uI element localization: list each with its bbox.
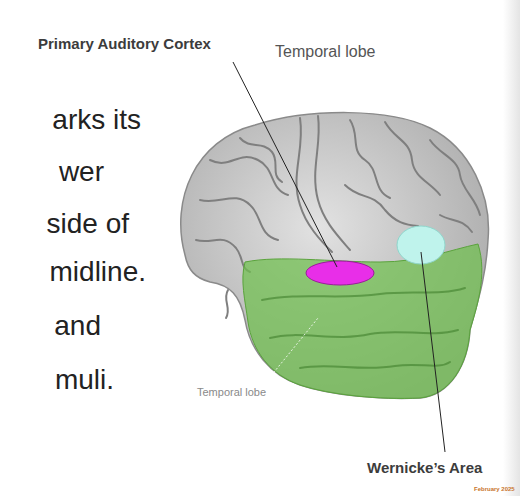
lobe-label: Temporal lobe <box>197 386 266 399</box>
body-text-line: arks its <box>52 104 141 136</box>
date-note: February 2025 <box>474 486 515 493</box>
body-text-line: and <box>54 310 101 342</box>
leader-line <box>266 318 318 382</box>
auditory-cortex-marker <box>306 261 374 285</box>
body-text-line: side of <box>47 208 130 240</box>
body-text-line: wer <box>59 156 104 188</box>
leader-line <box>421 252 445 452</box>
body-text-line: midline. <box>50 256 146 288</box>
page-edge <box>503 0 520 496</box>
temporal-gyri <box>262 288 465 368</box>
region-label: Wernicke’s Area <box>367 459 482 476</box>
wernicke-area-marker <box>397 226 445 264</box>
temporal-lobe-region <box>243 244 482 398</box>
body-text-line: muli. <box>55 364 114 396</box>
leader-line <box>233 62 337 267</box>
brain-outline <box>181 113 489 399</box>
region-label: Primary Auditory Cortex <box>38 35 211 52</box>
lobe-label: Temporal lobe <box>275 43 376 61</box>
